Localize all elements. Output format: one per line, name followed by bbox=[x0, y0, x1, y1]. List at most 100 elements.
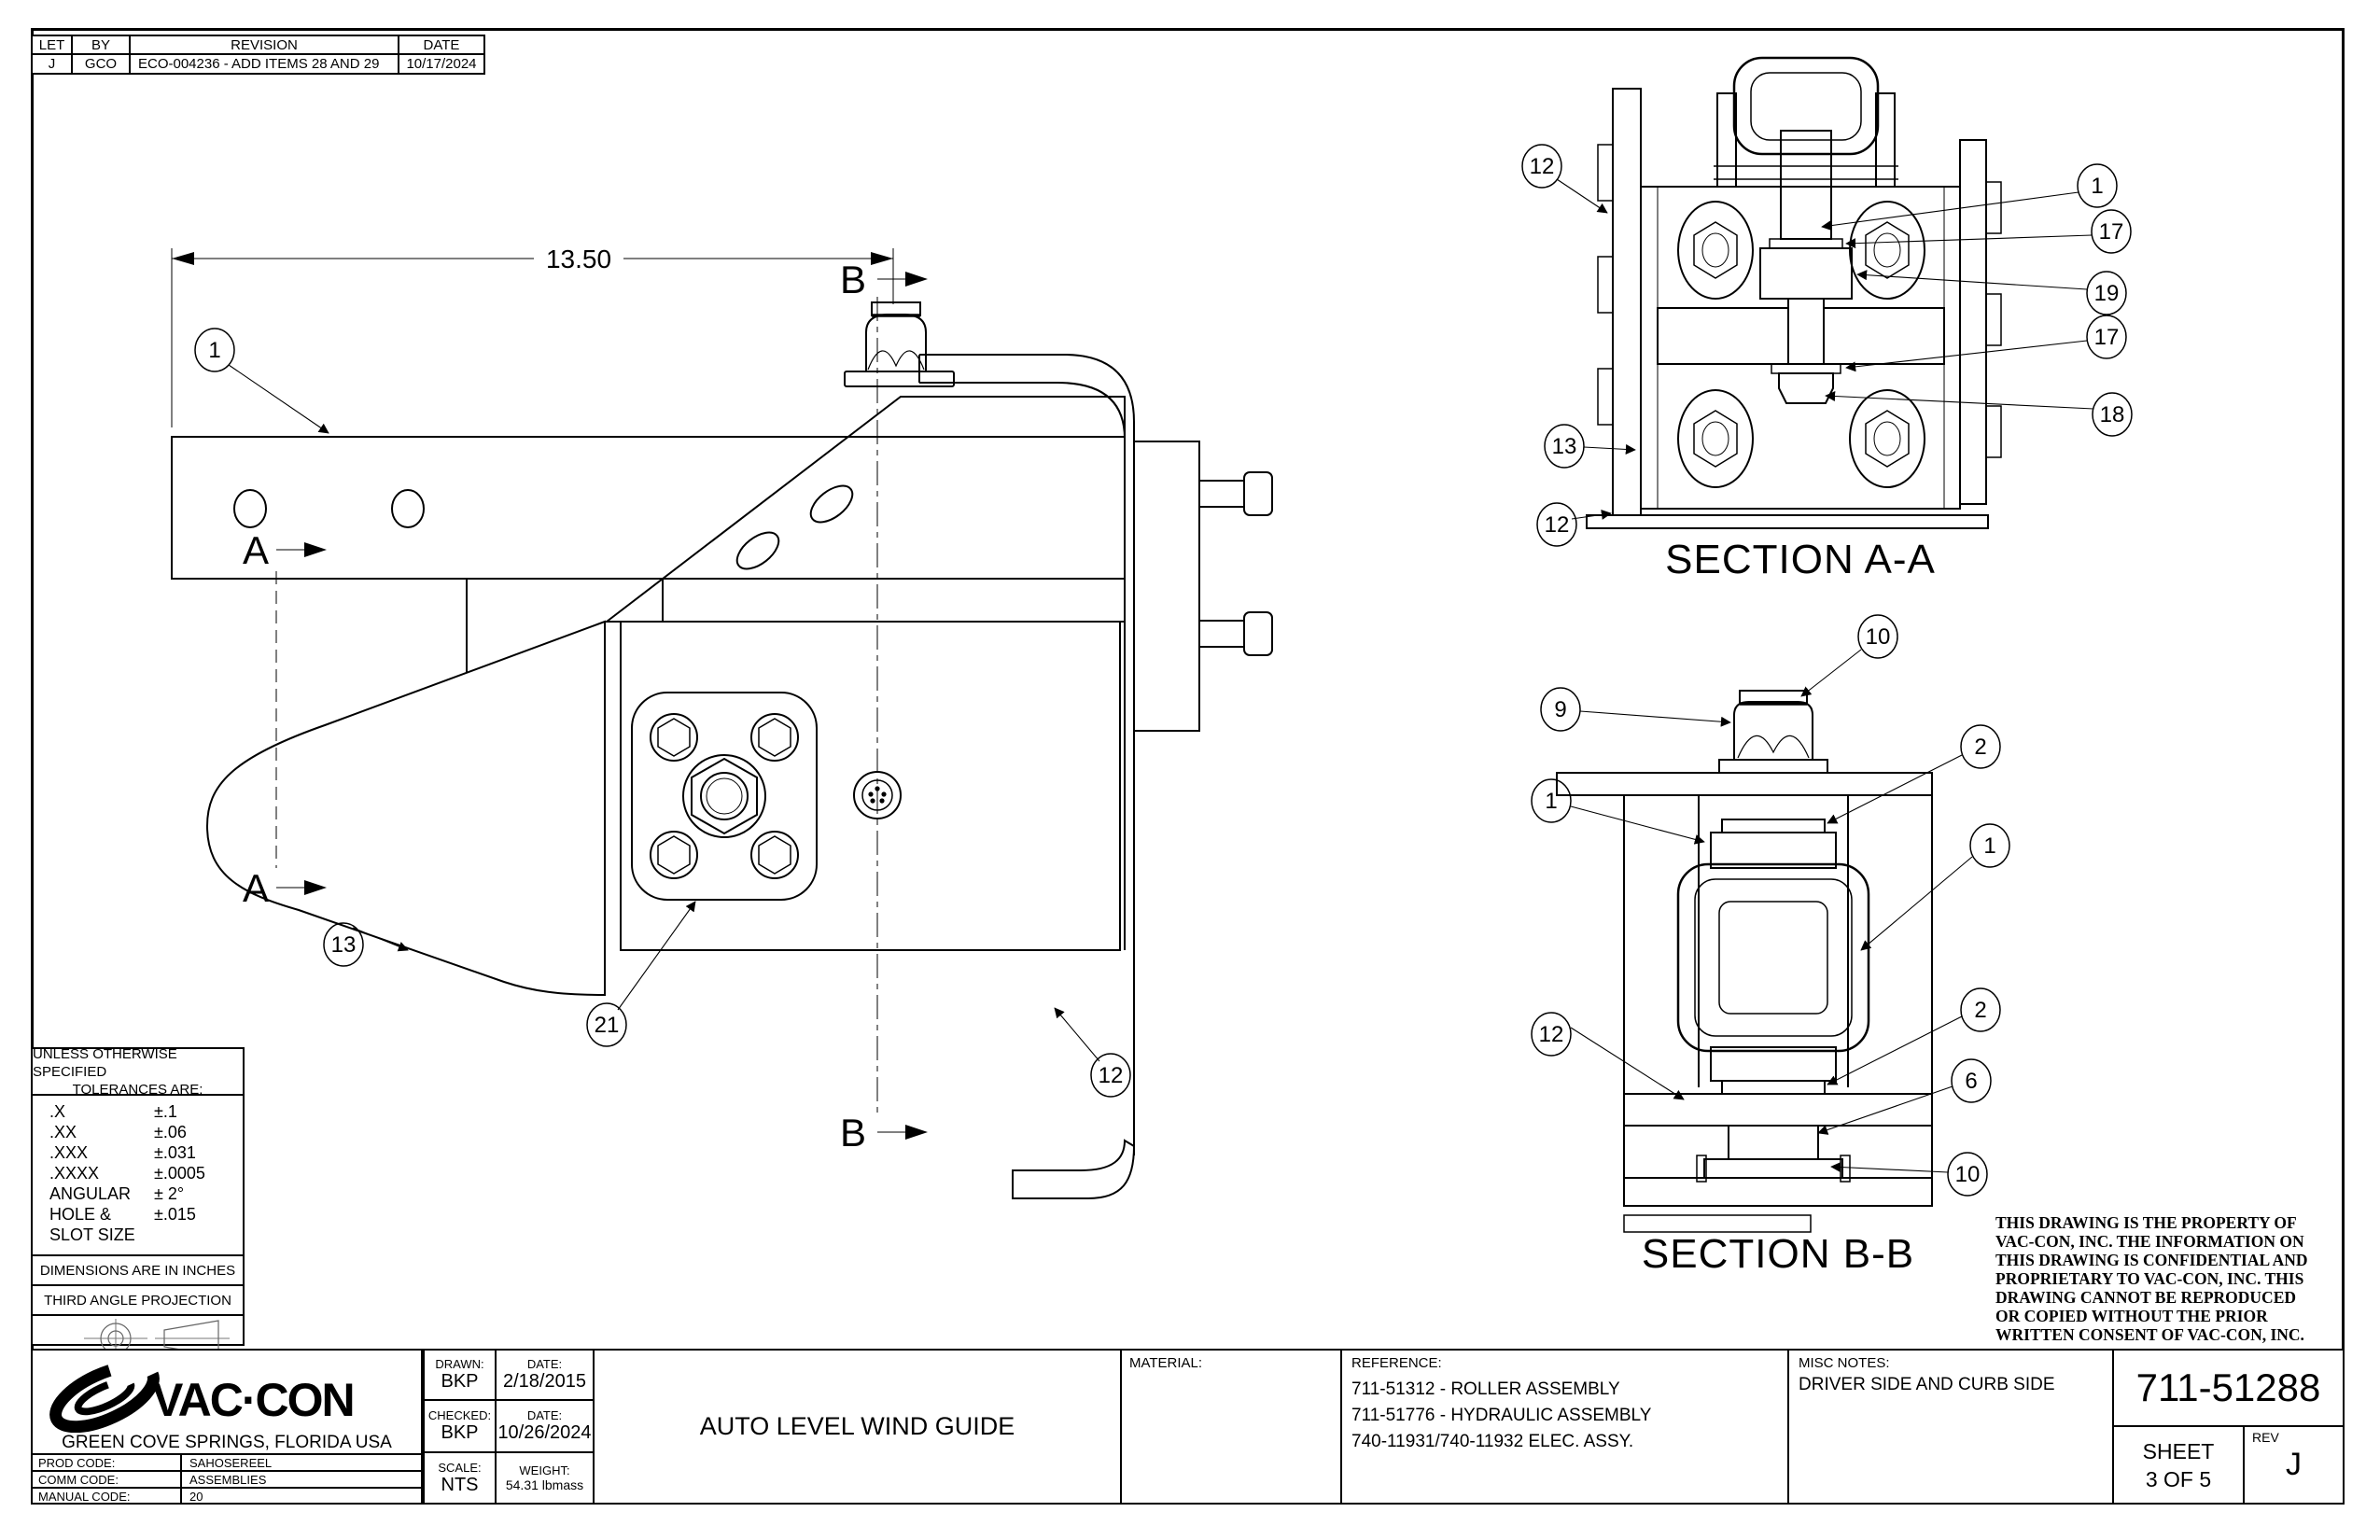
scale-label: SCALE: bbox=[438, 1460, 482, 1475]
balloon-callouts-aa: 12 1 17 19 17 18 13 bbox=[1521, 144, 2133, 547]
sheet-cell: SHEET 3 OF 5 bbox=[2112, 1425, 2245, 1505]
svg-text:17: 17 bbox=[2094, 325, 2120, 350]
scale-cell: SCALE:NTS bbox=[423, 1451, 497, 1505]
svg-text:13: 13 bbox=[1552, 434, 1577, 459]
tolerance-block: UNLESS OTHERWISE SPECIFIED TOLERANCES AR… bbox=[31, 1046, 245, 1358]
company-logo: VAC·CON bbox=[33, 1351, 421, 1433]
section-line-a: A A bbox=[243, 528, 327, 910]
note-line: OR COPIED WITHOUT THE PRIOR bbox=[1995, 1307, 2268, 1325]
drawn-date-cell: DATE:2/18/2015 bbox=[495, 1349, 595, 1401]
drawing-number: 711-51288 bbox=[2112, 1349, 2345, 1427]
svg-text:1: 1 bbox=[1545, 789, 1557, 814]
rev-col-by: BY bbox=[71, 35, 131, 55]
tol-label: .X bbox=[49, 1102, 66, 1121]
rev-col-let: LET bbox=[31, 35, 73, 55]
section-aa-view: SECTION A-A 12 1 17 19 17 bbox=[1521, 56, 2133, 582]
tol-value: ±.031 bbox=[154, 1143, 196, 1162]
drawn-date-label: DATE: bbox=[526, 1357, 563, 1371]
tol-label: .XXX bbox=[49, 1143, 89, 1162]
sheet-label: SHEET bbox=[2142, 1438, 2215, 1463]
note-line: THIS DRAWING IS CONFIDENTIAL AND bbox=[1995, 1251, 2308, 1269]
scale-value: NTS bbox=[441, 1474, 479, 1495]
svg-text:19: 19 bbox=[2094, 281, 2120, 306]
misc-notes-value: DRIVER SIDE AND CURB SIDE bbox=[1799, 1375, 2055, 1394]
mounting-bar bbox=[171, 436, 1126, 580]
company-location: GREEN COVE SPRINGS, FLORIDA USA bbox=[62, 1433, 392, 1452]
rev-col-revision: REVISION bbox=[129, 35, 399, 55]
prod-code-value: SAHOSEREEL bbox=[189, 1456, 273, 1470]
svg-text:1: 1 bbox=[1983, 833, 1995, 859]
note-line: VAC-CON, INC. THE INFORMATION ON bbox=[1995, 1232, 2304, 1251]
weight-label: WEIGHT: bbox=[519, 1463, 570, 1477]
slant-gusset bbox=[604, 396, 1126, 623]
note-line: DRAWING CANNOT BE REPRODUCED bbox=[1995, 1288, 2296, 1307]
note-line: WRITTEN CONSENT OF VAC-CON, INC. bbox=[1995, 1325, 2304, 1344]
checked-label: CHECKED: bbox=[427, 1408, 492, 1422]
rev-col-date: DATE bbox=[398, 35, 485, 55]
manual-code-value: 20 bbox=[189, 1490, 203, 1504]
balloon: 21 bbox=[595, 1013, 620, 1038]
tol-label: SLOT SIZE bbox=[49, 1225, 135, 1244]
svg-text:A: A bbox=[243, 866, 269, 910]
checked-date-cell: DATE:10/26/2024 bbox=[495, 1399, 595, 1453]
svg-text:10: 10 bbox=[1955, 1162, 1981, 1187]
prod-code-label: PROD CODE: bbox=[33, 1455, 182, 1470]
tol-value: ±.015 bbox=[154, 1205, 196, 1224]
tolerance-header-line1: UNLESS OTHERWISE SPECIFIED bbox=[33, 1045, 177, 1080]
svg-text:9: 9 bbox=[1554, 697, 1566, 722]
tol-label: .XX bbox=[49, 1123, 77, 1141]
comm-code-row: COMM CODE: ASSEMBLIES bbox=[33, 1470, 421, 1487]
material-cell: MATERIAL: bbox=[1120, 1349, 1342, 1505]
tolerance-rows: .X±.1 .XX±.06 .XXX±.031 .XXXX±.0005 ANGU… bbox=[33, 1096, 243, 1256]
tolerance-header: UNLESS OTHERWISE SPECIFIED TOLERANCES AR… bbox=[33, 1046, 243, 1098]
confidentiality-note: THIS DRAWING IS THE PROPERTY OF VAC-CON,… bbox=[1995, 1213, 2343, 1344]
note-line: PROPRIETARY TO VAC-CON, INC. THIS bbox=[1995, 1269, 2304, 1288]
hydraulic-flange bbox=[631, 692, 818, 901]
drawn-value: BKP bbox=[441, 1371, 479, 1392]
projection-note: THIRD ANGLE PROJECTION bbox=[33, 1286, 243, 1316]
reference-line: 711-51776 - HYDRAULIC ASSEMBLY bbox=[1351, 1406, 1652, 1425]
drawn-label: DRAWN: bbox=[435, 1357, 484, 1371]
checked-value: BKP bbox=[441, 1422, 479, 1443]
dimensions-note: DIMENSIONS ARE IN INCHES bbox=[33, 1256, 243, 1286]
section-aa-label: SECTION A-A bbox=[1665, 537, 1936, 582]
section-bb-label: SECTION B-B bbox=[1642, 1231, 1914, 1277]
main-view: 13.50 bbox=[171, 245, 1273, 1199]
tol-value: ± 2° bbox=[154, 1184, 185, 1203]
svg-text:10: 10 bbox=[1866, 624, 1891, 650]
drawn-cell: DRAWN:BKP bbox=[423, 1349, 497, 1401]
checked-cell: CHECKED:BKP bbox=[423, 1399, 497, 1453]
rev-value: J bbox=[2286, 1447, 2302, 1482]
balloon-callouts-main: 1 13 21 12 bbox=[194, 328, 1131, 1098]
comm-code-value: ASSEMBLIES bbox=[189, 1473, 267, 1487]
reference-cell: REFERENCE: 711-51312 - ROLLER ASSEMBLY 7… bbox=[1340, 1349, 1789, 1505]
tol-label: ANGULAR bbox=[49, 1184, 132, 1203]
svg-text:17: 17 bbox=[2099, 219, 2124, 245]
drawing-title: AUTO LEVEL WIND GUIDE bbox=[593, 1349, 1122, 1505]
balloon: 1 bbox=[208, 338, 220, 363]
main-plate bbox=[620, 621, 1121, 951]
reference-label: REFERENCE: bbox=[1351, 1355, 1442, 1371]
tol-value bbox=[154, 1225, 243, 1245]
balloon-callouts-bb: 10 9 2 1 1 12 2 bbox=[1531, 614, 2010, 1197]
tol-label: HOLE & bbox=[49, 1205, 112, 1224]
balloon: 13 bbox=[331, 932, 357, 958]
rev-cell-box: REV J bbox=[2243, 1425, 2345, 1505]
svg-text:B: B bbox=[840, 258, 866, 301]
reference-line: 740-11931/740-11932 ELEC. ASSY. bbox=[1351, 1432, 1634, 1451]
svg-text:2: 2 bbox=[1974, 735, 1986, 760]
svg-text:B: B bbox=[840, 1111, 866, 1155]
tolerance-header-line2: TOLERANCES ARE: bbox=[72, 1081, 203, 1098]
svg-text:6: 6 bbox=[1965, 1069, 1977, 1094]
rev-let: J bbox=[31, 53, 73, 75]
tol-value: ±.0005 bbox=[154, 1164, 205, 1183]
material-label: MATERIAL: bbox=[1129, 1355, 1203, 1371]
prod-code-row: PROD CODE: SAHOSEREEL bbox=[33, 1453, 421, 1470]
weight-value: 54.31 lbmass bbox=[505, 1477, 584, 1492]
sheet-value: 3 OF 5 bbox=[2145, 1466, 2212, 1491]
rev-label: REV bbox=[2252, 1430, 2279, 1445]
manual-code-label: MANUAL CODE: bbox=[33, 1489, 182, 1504]
comm-code-label: COMM CODE: bbox=[33, 1472, 182, 1487]
